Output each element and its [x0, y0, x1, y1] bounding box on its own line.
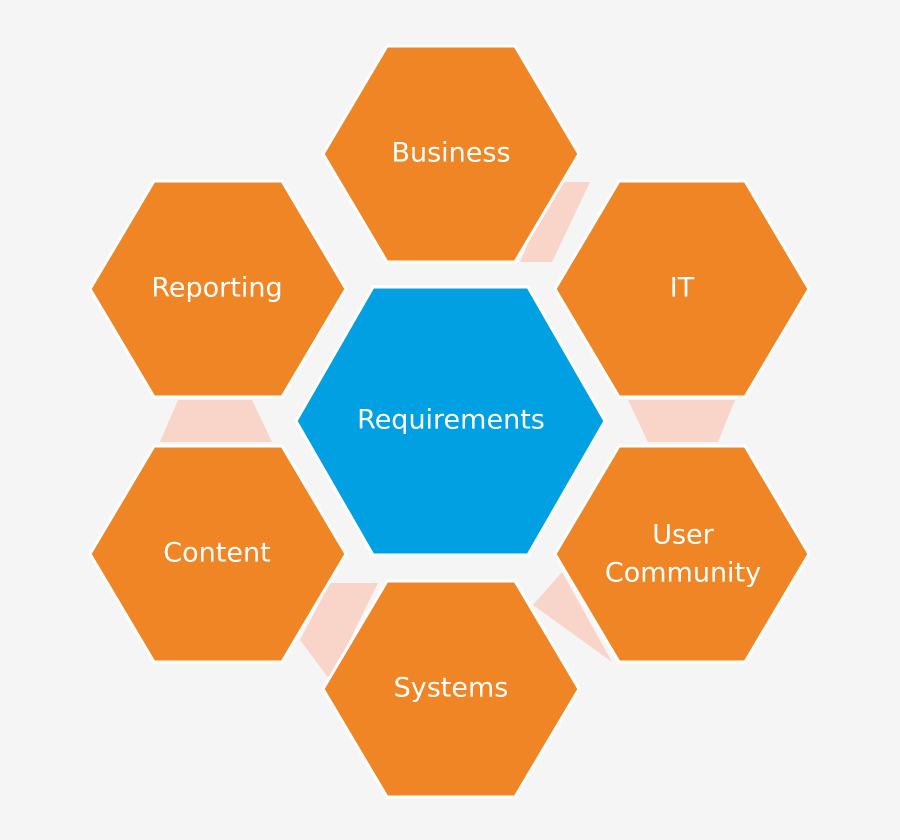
hex-business: Business	[321, 44, 581, 264]
connector-it-user-community	[628, 400, 735, 442]
hex-user-community: User Community	[553, 444, 811, 664]
hex-label-it: IT	[670, 273, 695, 304]
connector-business-it	[520, 182, 590, 262]
hex-requirements: Requirements	[294, 285, 607, 557]
hex-label-business: Business	[391, 138, 510, 169]
hex-label-user-community-line1: User	[652, 520, 714, 551]
hex-it: IT	[553, 179, 811, 399]
hex-label-requirements: Requirements	[357, 405, 545, 436]
connector-user-community-systems	[533, 572, 612, 662]
connector-systems-content	[300, 583, 378, 680]
connector-content-reporting	[160, 400, 272, 442]
hex-content: Content	[88, 444, 348, 664]
hex-systems: Systems	[321, 579, 581, 799]
hex-label-user-community-line2: Community	[605, 558, 761, 589]
hex-label-reporting: Reporting	[151, 273, 282, 304]
hex-label-content: Content	[163, 538, 270, 569]
hex-reporting: Reporting	[88, 179, 348, 399]
hex-label-systems: Systems	[394, 673, 509, 704]
